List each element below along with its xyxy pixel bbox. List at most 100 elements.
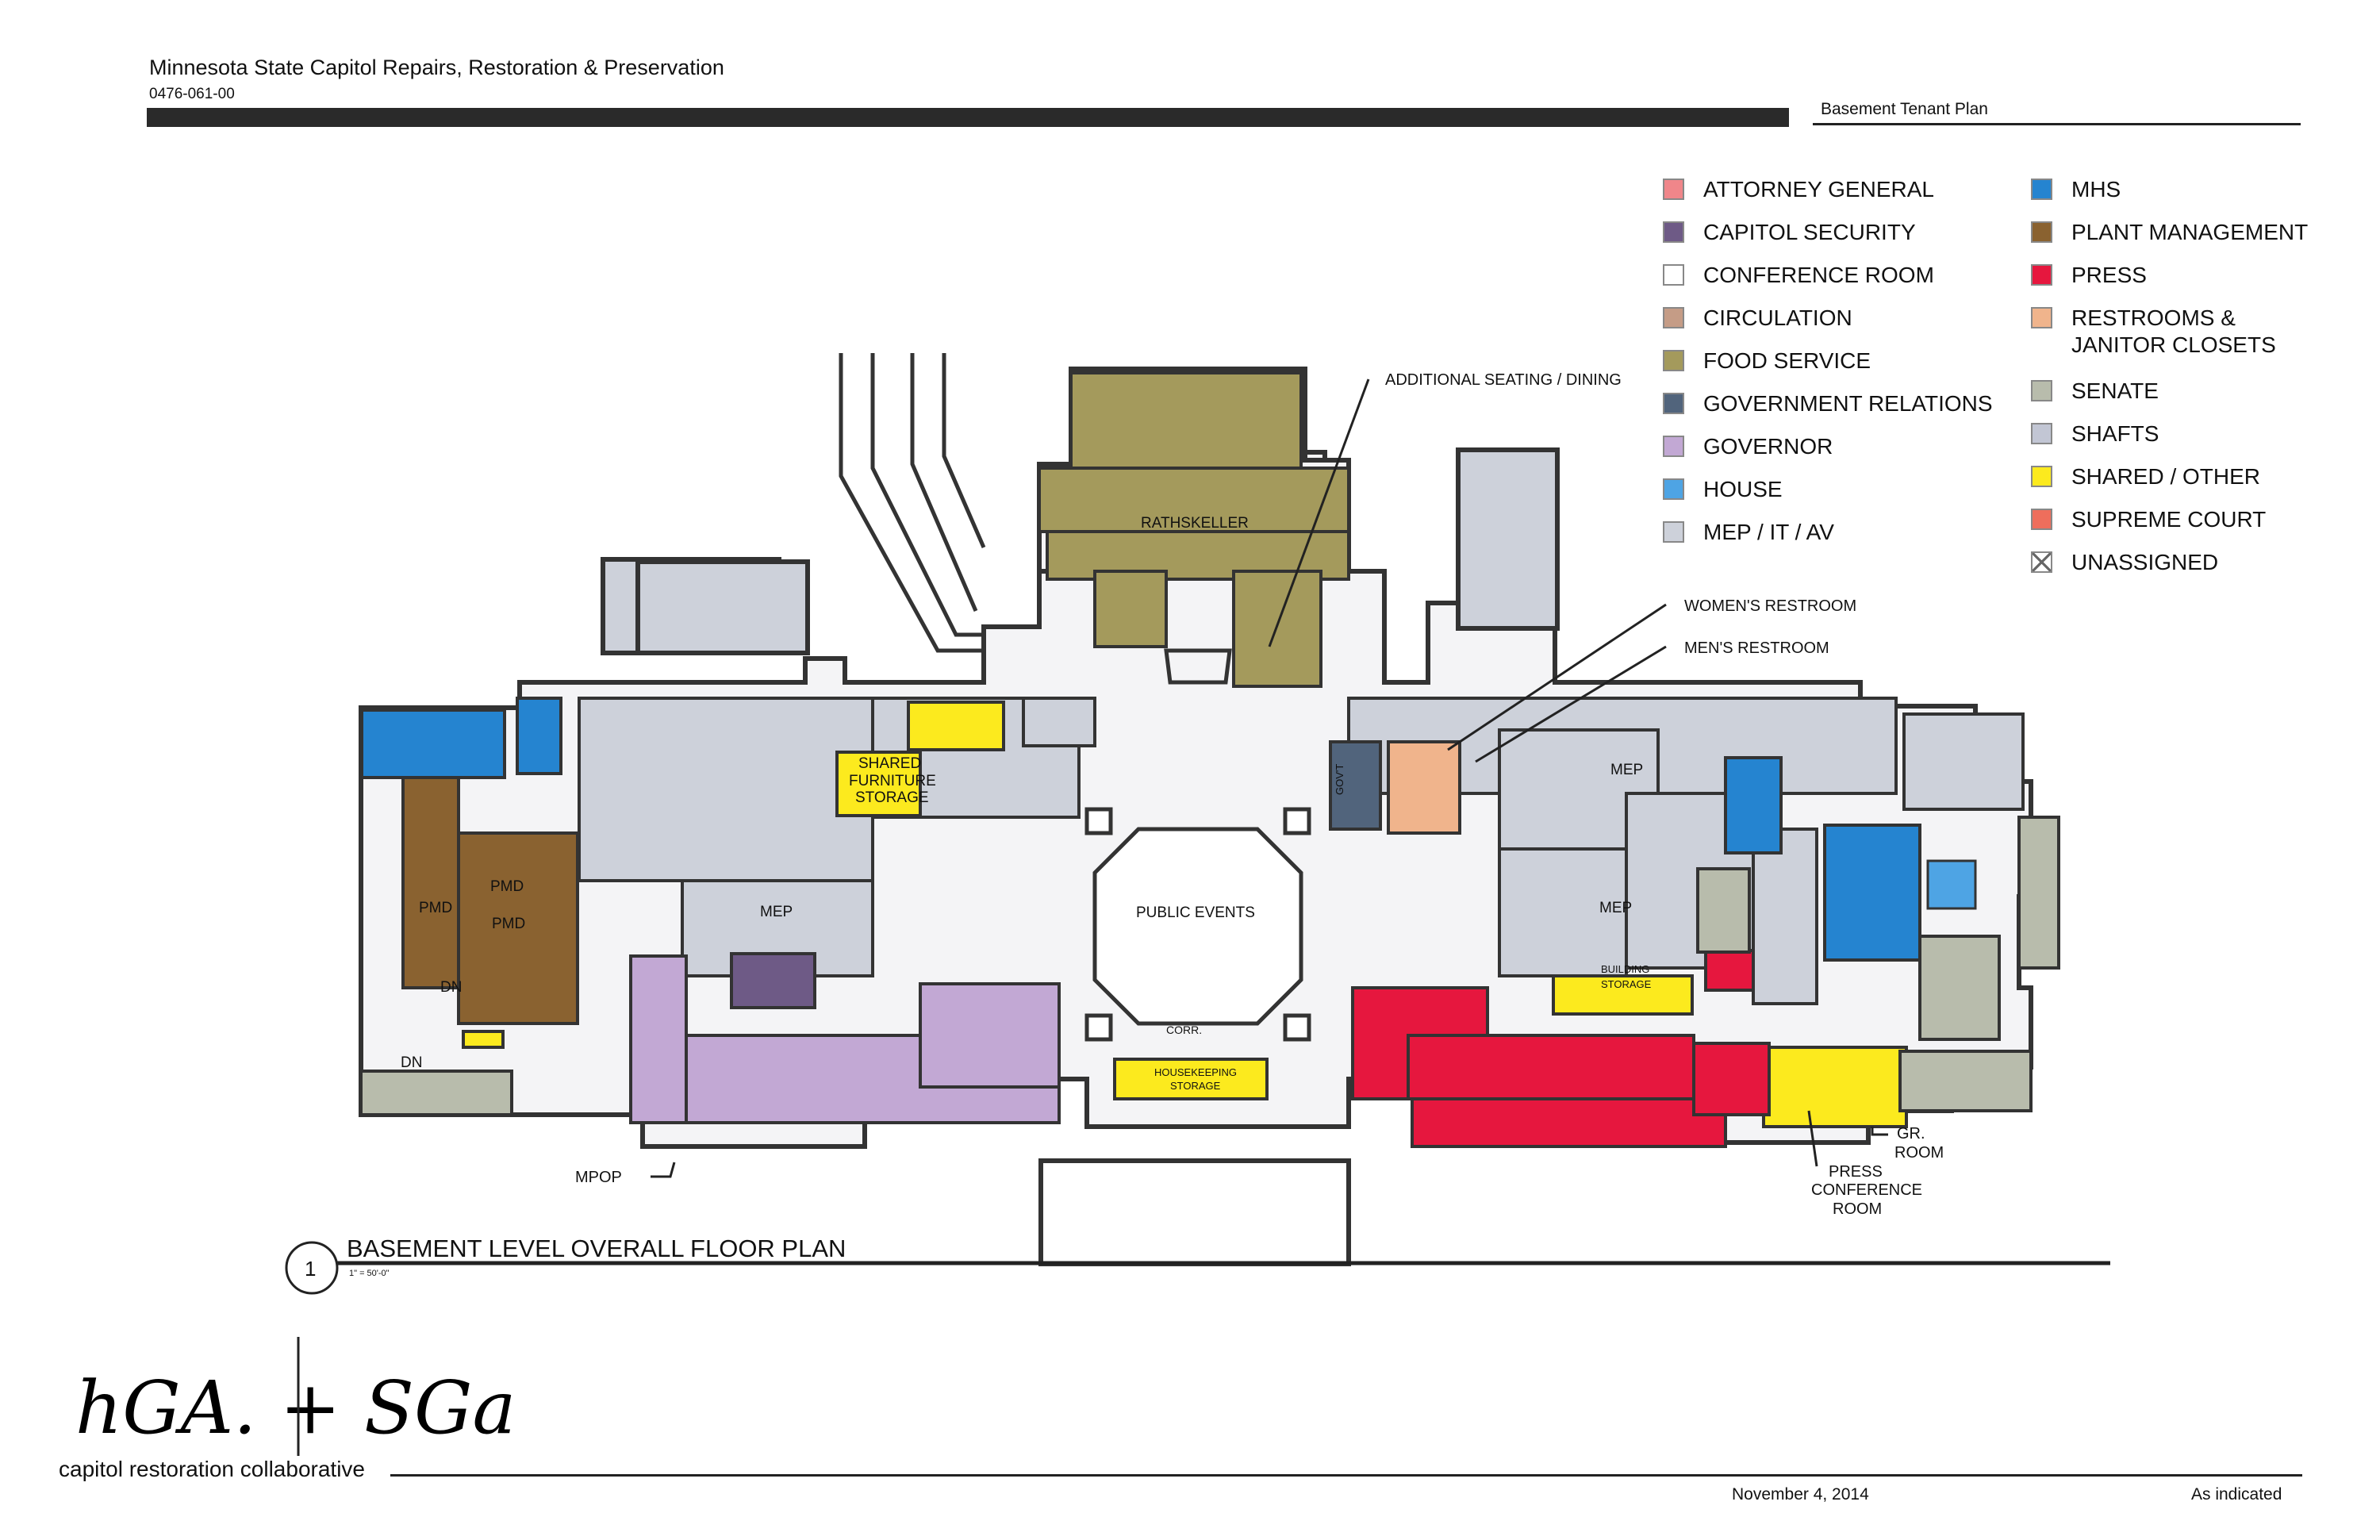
legend-label: CONFERENCE ROOM [1703, 263, 1934, 287]
legend-item: CONFERENCE ROOM [1663, 262, 2005, 289]
legend-swatch [2031, 221, 2052, 243]
footer-rule [390, 1474, 2302, 1477]
plan-scale-note: 1" = 50'-0" [349, 1269, 390, 1278]
callout-additional-seating: ADDITIONAL SEATING / DINING [1385, 371, 1622, 389]
callout-leaders [651, 378, 1888, 1178]
legend-swatch [2031, 423, 2052, 444]
plan-title-number-circle [285, 1241, 339, 1295]
legend-label: PLANT MANAGEMENT [2071, 220, 2309, 244]
legend-item: ATTORNEY GENERAL [1663, 176, 2005, 203]
legend-swatch [1663, 350, 1684, 371]
project-title: Minnesota State Capitol Repairs, Restora… [149, 56, 724, 79]
callout-press-conference-1: PRESS [1829, 1163, 1883, 1181]
legend-item: SENATE [2031, 378, 2333, 405]
legend-item: GOVERNMENT RELATIONS [1663, 390, 2005, 417]
room-label-building-1: BUILDING [1601, 963, 1649, 975]
room-label-housekeeping-2: STORAGE [1170, 1080, 1221, 1092]
legend-swatch [1663, 221, 1684, 243]
room-label-building-2: STORAGE [1601, 978, 1652, 990]
sheet-date: November 4, 2014 [1732, 1485, 1869, 1504]
callout-womens-restroom: WOMEN'S RESTROOM [1684, 597, 1856, 615]
legend-label: FOOD SERVICE [1703, 348, 1871, 373]
legend-label: MHS [2071, 177, 2121, 202]
rotunda-public-events [1084, 648, 1311, 1042]
legend-label: GOVERNMENT RELATIONS [1703, 391, 1993, 416]
legend-item: MHS [2031, 176, 2333, 203]
legend-item: MEP / IT / AV [1663, 519, 2005, 546]
callout-mpop: MPOP [575, 1169, 622, 1186]
legend-swatch [2031, 466, 2052, 487]
legend-item: HOUSE [1663, 476, 2005, 503]
zone-food-service [1038, 371, 1350, 688]
legend-swatch [2031, 551, 2052, 573]
callout-mens-restroom: MEN'S RESTROOM [1684, 639, 1829, 657]
legend-label: SUPREME COURT [2071, 507, 2267, 532]
callout-press-conference-3: ROOM [1833, 1200, 1882, 1218]
legend-swatch [1663, 307, 1684, 328]
zone-government-relations [1329, 740, 1382, 831]
legend-label: MEP / IT / AV [1703, 520, 1834, 544]
legend-label: PRESS [2071, 263, 2147, 287]
room-label-govt-relations: GOV'T [1334, 764, 1345, 795]
legend-label: GOVERNOR [1703, 434, 1833, 459]
legend-swatch [1663, 478, 1684, 500]
room-label-dn-2: DN [401, 1054, 422, 1071]
legend-swatch [1663, 393, 1684, 414]
callout-gr-room-1: GR. [1897, 1125, 1925, 1143]
legend-item: FOOD SERVICE [1663, 348, 2005, 374]
sheet-title: Basement Tenant Plan [1821, 100, 1988, 118]
plan-title: BASEMENT LEVEL OVERALL FLOOR PLAN [347, 1235, 846, 1262]
legend-item: CIRCULATION [1663, 305, 2005, 332]
room-label-mep-left: MEP [760, 904, 793, 920]
title-bar-divider [147, 108, 1789, 127]
legend-label: UNASSIGNED [2071, 550, 2219, 574]
legend-label: RESTROOMS & JANITOR CLOSETS [2071, 305, 2276, 357]
room-label-shared-furniture-1: SHARED [858, 755, 921, 772]
ramp-lines [839, 353, 986, 653]
zone-capitol-security [730, 952, 816, 1009]
legend-item: PRESS [2031, 262, 2333, 289]
logo-letters: hGA. + SGa [75, 1365, 516, 1450]
legend-item: PLANT MANAGEMENT [2031, 219, 2333, 246]
room-label-housekeeping-1: HOUSEKEEPING [1154, 1066, 1237, 1078]
sheet-title-rule [1813, 123, 2301, 125]
room-label-mep-right-top: MEP [1610, 762, 1643, 778]
room-label-dn-1: DN [440, 979, 462, 996]
zone-senate [359, 816, 2060, 1116]
legend-item: CAPITOL SECURITY [1663, 219, 2005, 246]
legend-item: SUPREME COURT [2031, 506, 2333, 533]
room-label-rathskeller: RATHSKELLER [1141, 515, 1249, 532]
legend-item: RESTROOMS & JANITOR CLOSETS [2031, 305, 2333, 359]
plan-title-number: 1 [305, 1257, 316, 1281]
callout-press-conference-2: CONFERENCE [1811, 1181, 1922, 1199]
zone-mhs [360, 697, 1921, 962]
room-label-public-events: PUBLIC EVENTS [1136, 904, 1255, 921]
legend-swatch [1663, 264, 1684, 286]
zone-governor [629, 954, 1061, 1124]
legend-swatch [2031, 264, 2052, 286]
sheet-scale: As indicated [2191, 1485, 2282, 1504]
legend-swatch [2031, 380, 2052, 401]
zone-restrooms [1387, 740, 1461, 835]
legend-item: UNASSIGNED [2031, 549, 2333, 576]
callout-gr-room-2: ROOM [1894, 1144, 1944, 1162]
legend-swatch [1663, 521, 1684, 543]
legend-label: SHARED / OTHER [2071, 464, 2261, 489]
legend-swatch [1663, 179, 1684, 200]
legend-label: CAPITOL SECURITY [1703, 220, 1916, 244]
zone-house [1926, 859, 1977, 910]
legend-item: SHAFTS [2031, 421, 2333, 447]
room-label-shared-furniture-3: STORAGE [855, 789, 929, 806]
legend-item: SHARED / OTHER [2031, 463, 2333, 490]
legend-label: SENATE [2071, 378, 2159, 403]
legend-label: HOUSE [1703, 477, 1783, 501]
legend-swatch [1663, 436, 1684, 457]
room-label-pmd-1: PMD [490, 878, 524, 895]
zone-plant-management [401, 772, 579, 1025]
legend-label: CIRCULATION [1703, 305, 1852, 330]
legend-swatch [2031, 179, 2052, 200]
legend-swatch [2031, 509, 2052, 530]
room-label-pmd-3: PMD [492, 916, 525, 932]
legend-label: ATTORNEY GENERAL [1703, 177, 1934, 202]
